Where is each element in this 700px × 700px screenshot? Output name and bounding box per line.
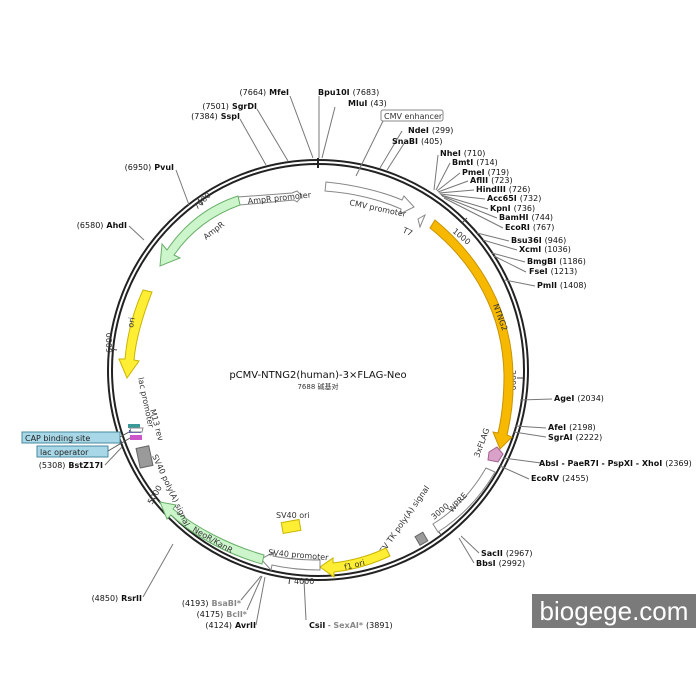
ori-arrow — [118, 289, 153, 380]
site-sacii: SacII(2967) — [481, 549, 532, 558]
site-bstz17i: (5308)BstZ17I — [39, 461, 103, 470]
t7-arrow — [417, 213, 427, 229]
sv40-ori-box — [280, 518, 302, 535]
f1-ori-arrow — [319, 547, 391, 578]
sv40-ori-label: SV40 ori — [276, 511, 310, 520]
site-sspi: (7384)SspI — [191, 112, 240, 121]
cmv-enhancer-caption: CMV enhancer — [355, 109, 444, 177]
lac-promoter-box — [129, 427, 144, 433]
flag-tag — [487, 446, 504, 463]
site-pmli: PmlI(1408) — [537, 281, 587, 290]
m13-rev-box — [128, 424, 140, 428]
site-bbsi: BbsI(2992) — [476, 559, 525, 568]
lac-operator-caption: lac operator — [36, 437, 131, 458]
site-leader-lines — [104, 95, 553, 626]
site-mlui: MluI(43) — [348, 99, 387, 108]
site-pmei: PmeI(719) — [462, 168, 509, 177]
site-bpu10i: Bpu10I(7683) — [318, 88, 379, 97]
site-aflii: AflII(723) — [470, 176, 513, 185]
site-sgrdi: (7501)SgrDI — [202, 102, 257, 111]
t7-label: T7 — [400, 225, 414, 238]
plasmid-length: 7688 碱基对 — [297, 382, 338, 391]
cap-site-caption: CAP binding site — [21, 431, 130, 444]
site-ndei: NdeI(299) — [408, 126, 453, 135]
ampr-promoter-label: AmpR promoter — [247, 190, 312, 206]
cmv-enhancer-label: CMV enhancer — [384, 112, 443, 121]
ori-label: ori — [126, 317, 137, 329]
site-ecori: EcoRI(767) — [505, 223, 554, 232]
site-sgrai: SgrAI(2222) — [548, 433, 602, 442]
site-pvui: (6950)PvuI — [125, 163, 174, 172]
site-avrii: (4124)AvrII — [205, 621, 256, 630]
site-bsabi: (4193)BsaBI* — [182, 599, 242, 608]
site-bsu36i: Bsu36I(946) — [511, 236, 566, 245]
site-bamhi: BamHI(744) — [499, 213, 553, 222]
site-ahdi: (6580)AhdI — [77, 221, 127, 230]
wpre-box — [432, 467, 496, 533]
ampr-arrow — [159, 195, 241, 267]
site-afei: AfeI(2198) — [548, 423, 596, 432]
site-hindiii: HindIII(726) — [476, 185, 530, 194]
hsv-tk-polya-label: HSV TK poly(A) signal — [374, 484, 431, 560]
site-rsrii: (4850)RsrII — [92, 594, 142, 603]
neor-arrow — [159, 501, 265, 565]
f1-ori-label: f1 ori — [343, 558, 365, 572]
site-nhei: NheI(710) — [440, 149, 485, 158]
sv40-promoter-arrow — [260, 551, 321, 572]
site-absi: AbsI - PaeR7I - PspXI - XhoI(2369) — [539, 459, 692, 468]
hsv-tk-polya-box — [414, 531, 429, 547]
tick-marks — [109, 198, 523, 585]
restriction-sites: Bpu10I(7683) MluI(43) (7664)MfeI (7501)S… — [39, 88, 692, 630]
watermark-badge: biogege.com — [532, 594, 696, 628]
plasmid-name: pCMV-NTNG2(human)-3×FLAG-Neo — [229, 370, 406, 381]
tick-label-6000: 6000 — [105, 333, 114, 353]
lac-operator-label: lac operator — [40, 448, 89, 457]
site-snabi: SnaBI(405) — [392, 137, 442, 146]
site-csii-sexai: CsiI - SexAI*(3891) — [309, 621, 393, 630]
site-xcmi: XcmI(1036) — [519, 245, 571, 254]
site-bmti: BmtI(714) — [452, 158, 498, 167]
site-bmgbi: BmgBI(1186) — [527, 257, 586, 266]
site-acc65i: Acc65I(732) — [487, 194, 541, 203]
lac-promoter-label: lac promoter — [136, 377, 156, 430]
cap-site-label: CAP binding site — [25, 434, 90, 443]
site-kpni: KpnI(736) — [490, 204, 535, 213]
site-ecorv: EcoRV(2455) — [531, 474, 589, 483]
site-bcli: (4175)BclI* — [197, 610, 248, 619]
sv40-polya-box — [135, 445, 154, 469]
site-agei: AgeI(2034) — [554, 394, 604, 403]
lac-operator-box — [130, 435, 142, 440]
ntng2-arrow — [429, 219, 514, 450]
site-mfei: (7664)MfeI — [240, 88, 289, 97]
cmv-promoter-arrow — [324, 181, 415, 215]
site-fsei: FseI(1213) — [529, 267, 577, 276]
